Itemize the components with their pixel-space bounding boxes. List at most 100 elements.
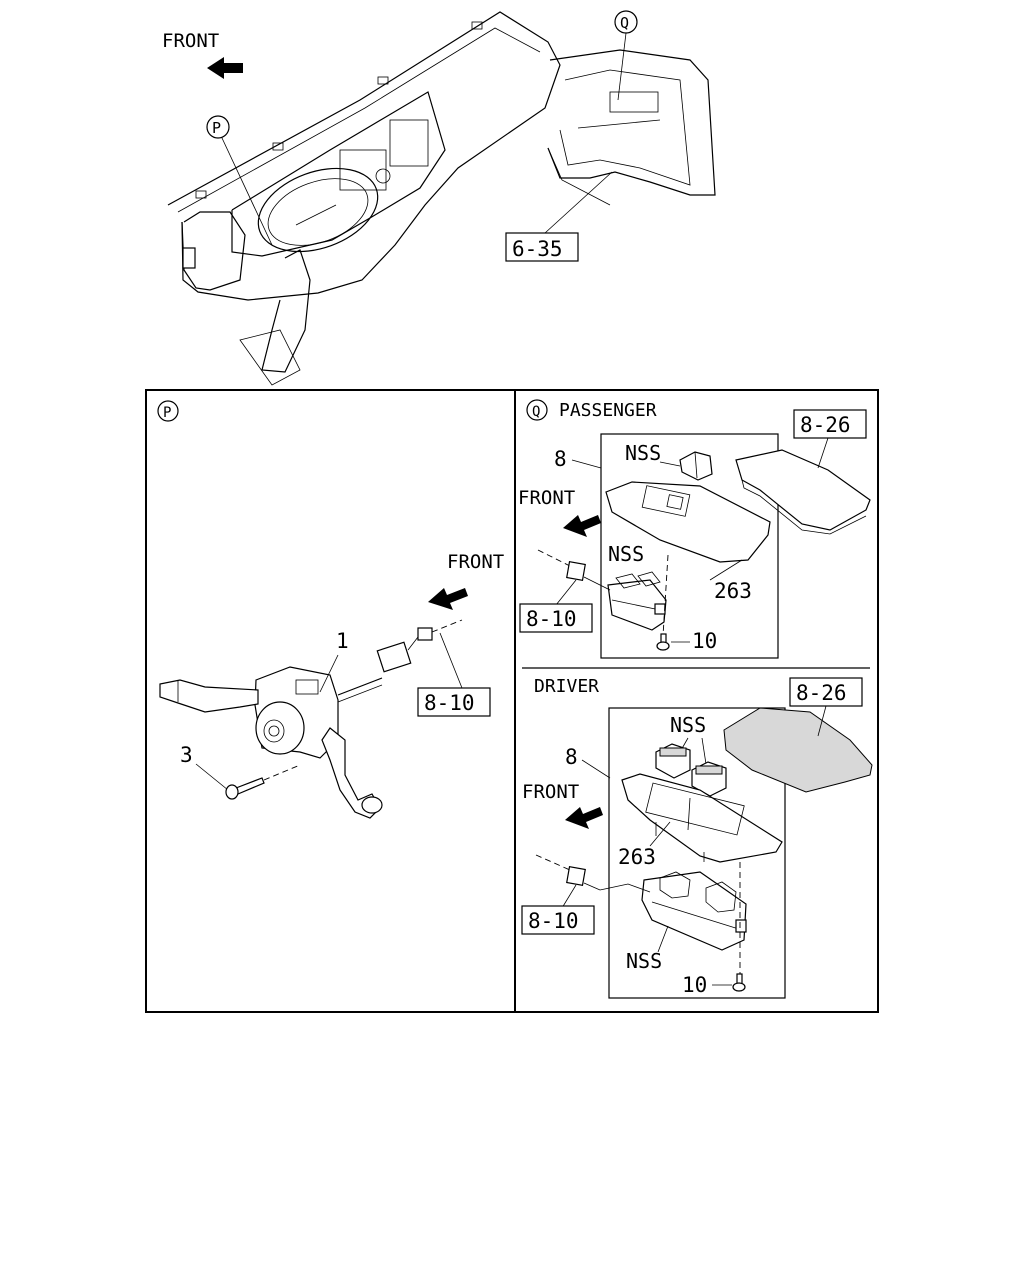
passenger-connector — [566, 561, 586, 581]
driver-part-8-leader — [581, 759, 611, 779]
instrument-cluster — [231, 91, 446, 257]
driver-knob-1-top — [659, 747, 687, 757]
panel-p-front-label: FRONT — [447, 551, 504, 573]
passenger-ref-8-26: 8-26 — [800, 413, 851, 437]
passenger-connector-wire — [583, 576, 611, 591]
center-knob — [375, 168, 391, 184]
driver-title: DRIVER — [534, 676, 599, 697]
overview-front-label: FRONT — [162, 30, 219, 52]
driver-part-8: 8 — [565, 745, 578, 769]
driver-switch-slot-1 — [659, 871, 691, 899]
driver-screw-head — [732, 982, 746, 992]
panel-p-part-3: 3 — [180, 743, 193, 767]
driver-nss-knob-1 — [655, 743, 691, 779]
driver-ref-8-10: 8-10 — [528, 909, 579, 933]
driver-nss-switch: NSS — [626, 949, 662, 973]
driver-assembly-frame — [608, 707, 786, 999]
driver-connector — [566, 866, 586, 886]
passenger-part-263: 263 — [714, 579, 752, 603]
passenger-ref-8-10-box — [519, 603, 593, 633]
steering-wheel — [257, 167, 379, 253]
passenger-ref-8-26-leader — [817, 437, 829, 469]
screw-3-axis — [263, 764, 301, 781]
dashboard-inner-edge — [177, 27, 541, 213]
p-connector-wire — [407, 636, 419, 651]
passenger-nss-switch: NSS — [608, 542, 644, 566]
passenger-nss-knob — [679, 451, 713, 481]
screw-3 — [225, 777, 265, 800]
combination-switch — [159, 619, 463, 819]
driver-connector-wire — [583, 882, 651, 893]
panel-p-part-1: 1 — [336, 629, 349, 653]
panel-q-callout-text: Q — [532, 404, 540, 420]
passenger-switch-top-2 — [637, 571, 661, 587]
passenger-part-10: 10 — [692, 629, 717, 653]
driver-part-10: 10 — [682, 973, 707, 997]
passenger-trim-edge — [741, 479, 867, 535]
ref-6-35-box — [505, 232, 579, 262]
screw-3-head — [225, 784, 239, 800]
switch-tab — [295, 679, 319, 695]
driver-screw-10 — [732, 973, 746, 992]
driver-switch-slot-2 — [705, 881, 737, 913]
passenger-ref-8-10: 8-10 — [526, 607, 577, 631]
column-boot — [239, 329, 301, 386]
driver-switch-clip — [735, 919, 747, 933]
passenger-screw-10 — [656, 633, 670, 651]
passenger-nss-top-leader — [659, 461, 681, 467]
panel-p-callout — [157, 400, 179, 422]
panel-passenger: Q PASSENGER 8 NSS FRONT 263 NSS 10 — [518, 399, 871, 659]
driver-nss-switch-leader — [657, 925, 669, 953]
driver-part-263: 263 — [618, 845, 656, 869]
p-connector-plug — [417, 627, 433, 641]
passenger-bezel-opening — [641, 485, 691, 517]
driver-harness-dashed — [535, 854, 571, 871]
passenger-ref-8-26-box — [793, 409, 867, 439]
passenger-ref-8-10-leader — [555, 579, 577, 606]
passenger-trim-panel — [735, 449, 871, 531]
callout-q-leader — [617, 32, 627, 101]
steering-column — [261, 249, 311, 373]
driver-nss-top: NSS — [670, 713, 706, 737]
panel-driver: DRIVER 8-26 NSS 8 FRONT 263 — [521, 676, 873, 999]
passenger-title: PASSENGER — [559, 400, 657, 421]
right-stalk-knob — [361, 796, 383, 814]
passenger-screw-head — [656, 641, 670, 651]
driver-ref-8-10-leader — [561, 884, 577, 909]
passenger-bezel-slot — [666, 494, 684, 510]
driver-switch-ridge — [651, 901, 743, 931]
part-1-leader — [319, 654, 339, 693]
callout-p-leader — [221, 137, 273, 246]
passenger-knob-edge — [694, 451, 698, 479]
panel-p-ref-8-10-box — [417, 687, 491, 717]
ref-6-35-leader — [544, 171, 613, 234]
panel-p-front-arrow — [428, 588, 468, 610]
overview-ref-6-35: 6-35 — [512, 237, 563, 261]
panel-p-ref-8-10: 8-10 — [424, 691, 475, 715]
passenger-front-arrow — [563, 515, 601, 537]
passenger-screw-axis — [662, 554, 669, 637]
overview-callout-p-text: P — [212, 119, 221, 137]
driver-ref-8-26-leader — [817, 705, 827, 737]
left-dash-end — [181, 211, 246, 291]
passenger-harness-dashed — [537, 549, 571, 567]
dash-vent-3 — [377, 76, 389, 85]
passenger-window-switch — [607, 571, 667, 631]
passenger-part-8-leader — [571, 459, 602, 469]
driver-bezel-divider — [687, 797, 691, 831]
driver-ref-8-10-box — [521, 905, 595, 935]
passenger-bezel-263 — [605, 481, 771, 563]
driver-front-label: FRONT — [522, 781, 579, 803]
dash-vent-2 — [272, 142, 284, 151]
passenger-part-8: 8 — [554, 447, 567, 471]
part-3-leader — [195, 763, 229, 791]
screw-3-shank — [235, 777, 265, 795]
panel-q-callout — [526, 399, 548, 421]
left-stalk — [159, 679, 259, 713]
p-harness-dashed — [431, 619, 463, 633]
switch-shaft — [337, 677, 383, 696]
passenger-263-leader — [709, 559, 743, 581]
door-panel — [547, 49, 716, 196]
driver-263-leader — [649, 821, 671, 847]
